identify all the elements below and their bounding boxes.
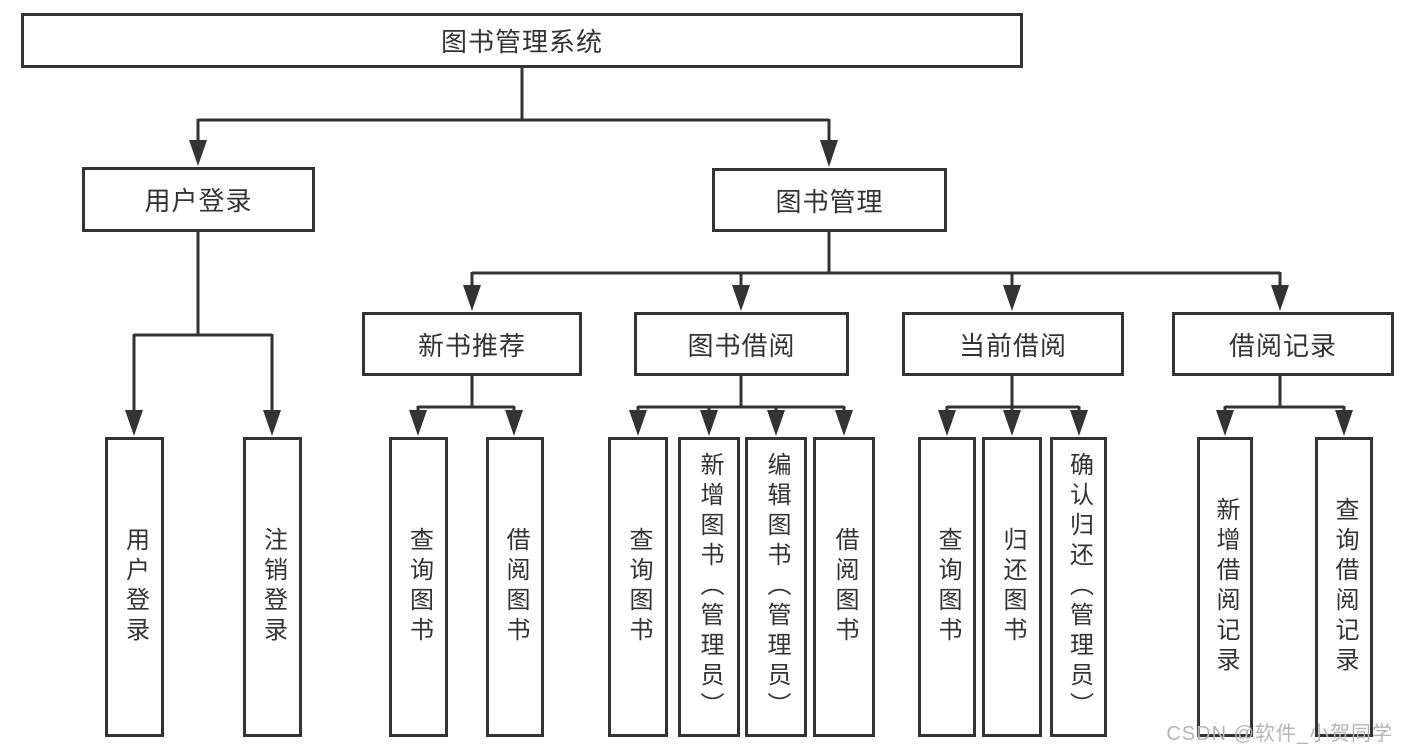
leaf-logout-login: 注销登录	[243, 437, 302, 737]
node-book-borrowing: 图书借阅	[634, 312, 849, 376]
leaf-borrow-books-borrowing: 借阅图书	[813, 437, 875, 737]
leaf-logout-login-label: 注销登录	[259, 527, 287, 647]
node-borrow-records-label: 借阅记录	[1228, 330, 1337, 361]
leaf-confirm-return-admin-label: 确认归还（管理员）	[1065, 452, 1093, 722]
leaf-query-books-recommend-label: 查询图书	[405, 527, 433, 647]
node-book-management-label: 图书管理	[775, 186, 884, 217]
node-user-login-label: 用户登录	[144, 186, 253, 216]
node-user-login: 用户登录	[82, 167, 315, 232]
leaf-query-books-current-label: 查询图书	[934, 527, 961, 647]
leaf-query-books-borrowing: 查询图书	[608, 437, 668, 737]
leaf-return-book: 归还图书	[982, 437, 1042, 737]
leaf-return-book-label: 归还图书	[999, 527, 1026, 647]
leaf-borrow-books-borrowing-label: 借阅图书	[831, 527, 858, 647]
node-current-borrowing-label: 当前借阅	[958, 330, 1067, 361]
leaf-user-login-label: 用户登录	[121, 527, 149, 647]
leaf-query-books-borrowing-label: 查询图书	[625, 527, 652, 647]
node-new-book-recommend-label: 新书推荐	[417, 330, 526, 361]
leaf-query-books-current: 查询图书	[918, 437, 976, 737]
leaf-add-book-admin: 新增图书（管理员）	[678, 437, 740, 737]
node-book-management: 图书管理	[712, 168, 947, 232]
leaf-query-books-recommend: 查询图书	[389, 437, 448, 737]
leaf-query-borrow-record: 查询借阅记录	[1315, 437, 1373, 737]
node-current-borrowing: 当前借阅	[902, 312, 1124, 376]
watermark: CSDN @软件_小贺同学	[1166, 723, 1393, 745]
leaf-borrow-books-recommend-label: 借阅图书	[502, 527, 529, 647]
node-root: 图书管理系统	[21, 13, 1023, 68]
leaf-query-borrow-record-label: 查询借阅记录	[1331, 497, 1358, 677]
node-new-book-recommend: 新书推荐	[362, 312, 582, 376]
arrowheads	[125, 140, 1353, 436]
node-book-borrowing-label: 图书借阅	[687, 330, 796, 361]
leaf-user-login: 用户登录	[105, 437, 164, 737]
node-root-label: 图书管理系统	[440, 27, 603, 57]
leaf-borrow-books-recommend: 借阅图书	[486, 437, 544, 737]
leaf-edit-book-admin-label: 编辑图书（管理员）	[763, 452, 790, 722]
leaf-add-borrow-record-label: 新增借阅记录	[1212, 497, 1239, 677]
leaf-add-book-admin-label: 新增图书（管理员）	[696, 452, 723, 722]
leaf-confirm-return-admin: 确认归还（管理员）	[1050, 437, 1107, 737]
node-borrow-records: 借阅记录	[1172, 312, 1394, 376]
leaf-edit-book-admin: 编辑图书（管理员）	[745, 437, 807, 737]
leaf-add-borrow-record: 新增借阅记录	[1197, 437, 1253, 737]
